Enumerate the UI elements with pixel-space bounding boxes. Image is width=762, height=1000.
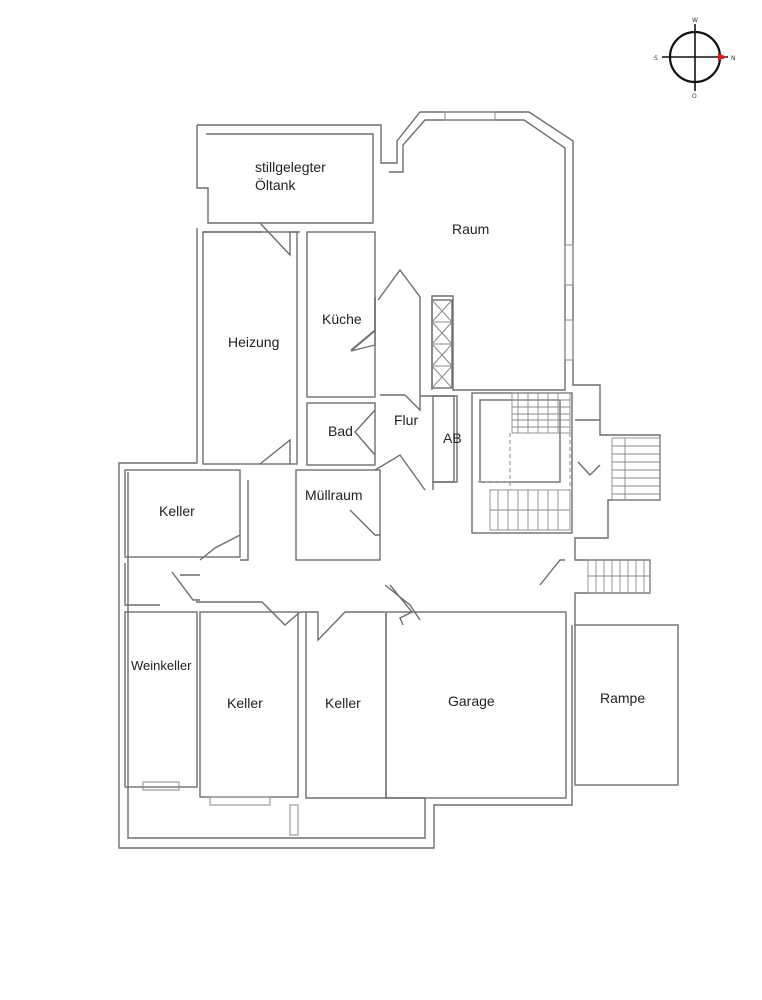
room-label-heizung: Heizung — [228, 334, 279, 350]
compass-top-letter: W — [692, 17, 698, 24]
compass-right-letter: N — [731, 55, 736, 62]
room-label-garage: Garage — [448, 693, 495, 709]
room-label-ab: AB — [443, 430, 462, 446]
room-label-muellraum: Müllraum — [305, 487, 363, 503]
compass: W S N O — [654, 17, 736, 100]
compass-bottom-letter: O — [692, 93, 697, 100]
room-label-oeltank-line1: stillgelegter — [255, 159, 326, 175]
room-label-bad: Bad — [328, 423, 353, 439]
room-label-kueche: Küche — [322, 311, 362, 327]
stairs — [478, 392, 661, 594]
interior-walls — [124, 222, 679, 836]
room-label-keller-1: Keller — [159, 503, 195, 519]
room-label-flur: Flur — [394, 412, 418, 428]
room-label-raum: Raum — [452, 221, 489, 237]
compass-north-arrow-icon — [718, 53, 727, 61]
room-labels: stillgelegter Öltank Raum Küche Heizung … — [131, 159, 645, 711]
room-label-keller-3: Keller — [325, 695, 361, 711]
room-label-rampe: Rampe — [600, 690, 645, 706]
room-label-oeltank-line2: Öltank — [255, 176, 296, 193]
compass-left-letter: S — [654, 55, 658, 62]
room-label-keller-2: Keller — [227, 695, 263, 711]
room-label-weinkeller: Weinkeller — [131, 658, 192, 673]
